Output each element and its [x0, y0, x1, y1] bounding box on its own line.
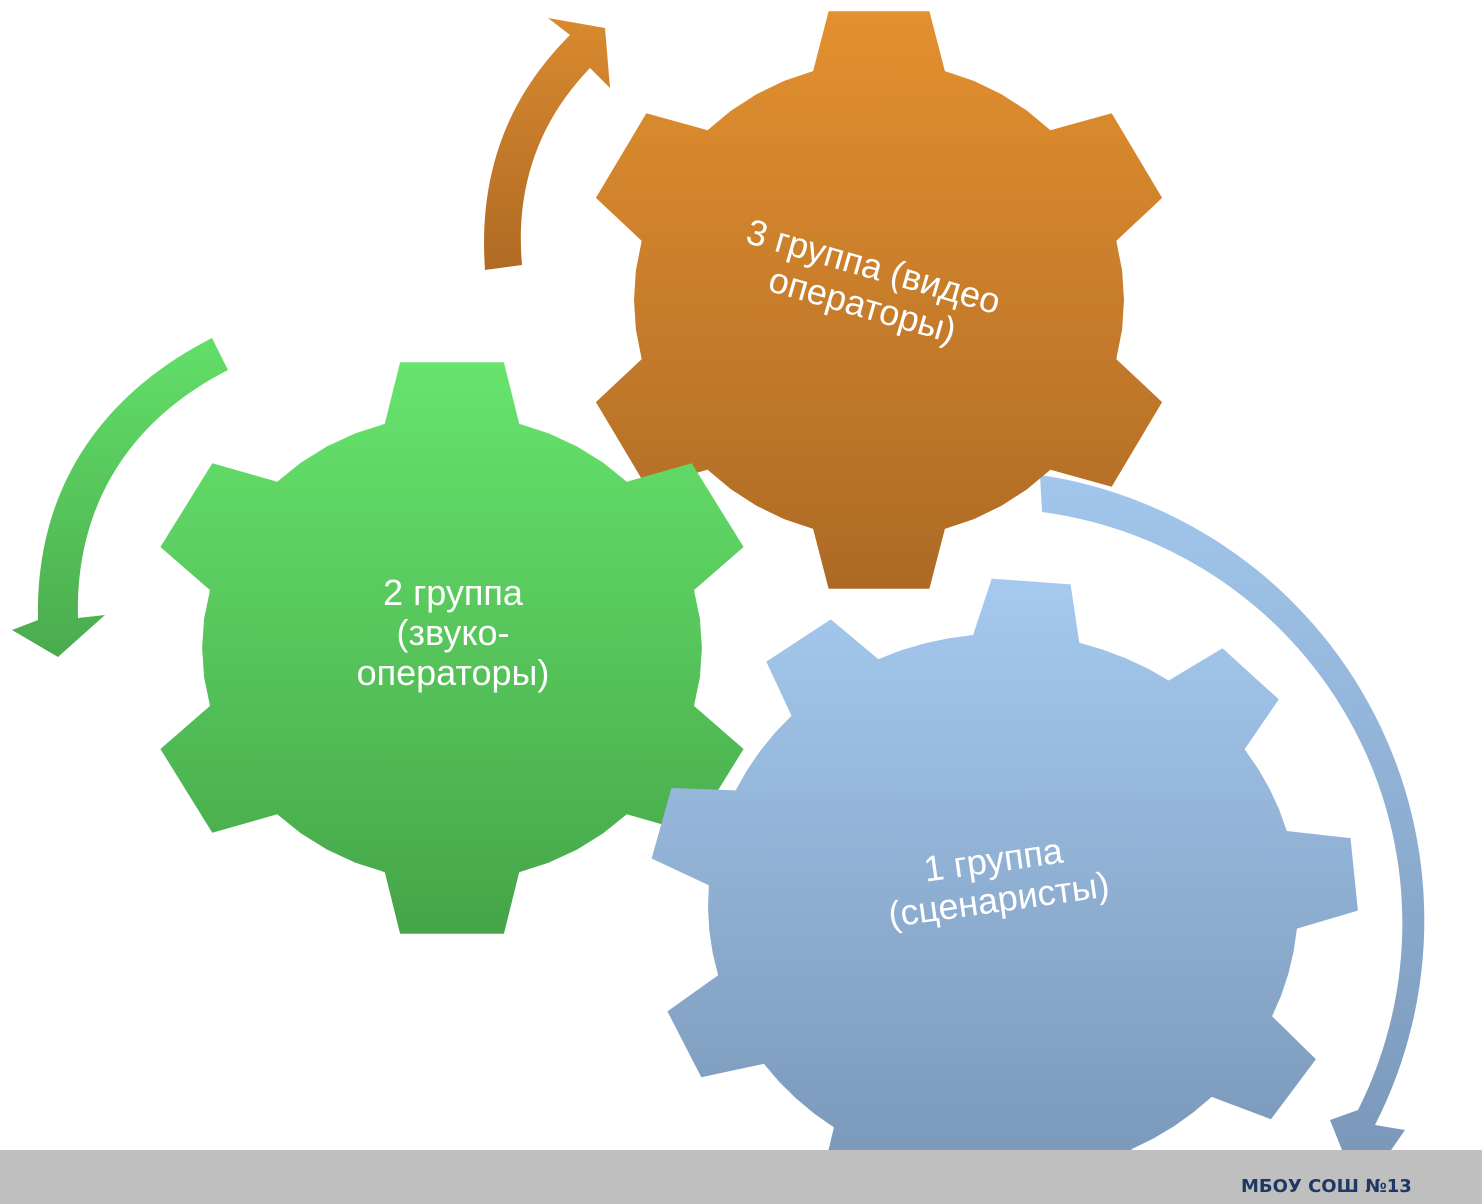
gear-2-label-line-2: (звуко- — [396, 612, 510, 653]
footer-bar — [0, 1150, 1482, 1204]
gear-2 — [160, 362, 744, 934]
gear-2-label-line-1: 2 группа — [383, 572, 523, 613]
gear-1 — [651, 578, 1358, 1204]
gear-2-label: 2 группа (звуко- операторы) — [293, 573, 613, 693]
arrow-blue-icon — [1040, 475, 1425, 1195]
arrow-green-icon — [12, 338, 228, 657]
gear-2-label-line-3: операторы) — [356, 652, 550, 693]
footer-text: МБОУ СОШ №13 — [1241, 1176, 1412, 1197]
arrow-orange-icon — [484, 18, 610, 270]
gear-3 — [595, 11, 1163, 589]
